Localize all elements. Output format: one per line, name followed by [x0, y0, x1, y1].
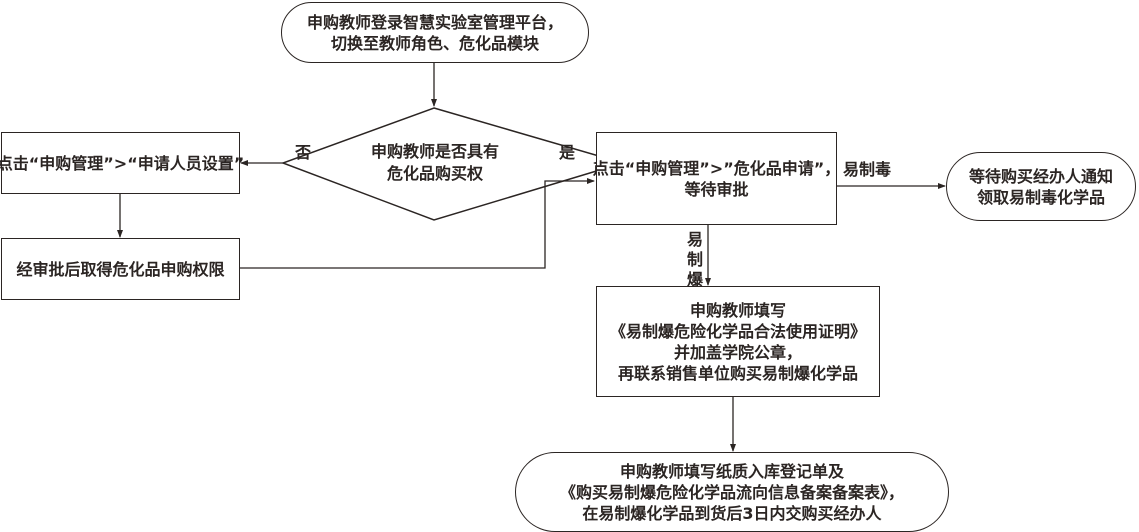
explosive-step-line-3: 并加盖学院公章，: [673, 342, 802, 362]
no-step1-text: 点击“申购管理”>“申请人员设置”: [0, 153, 245, 173]
toxic-end-line-2: 领取易制毒化学品: [976, 187, 1105, 207]
explosive-branch-label: 易 制 爆: [686, 230, 704, 290]
start-node: 申购教师登录智慧实验室管理平台， 切换至教师角色、危化品模块: [281, 2, 589, 63]
explosive-step-line-1: 申购教师填写: [689, 300, 786, 320]
explosive-label-char-3: 爆: [686, 270, 703, 289]
explosive-label-char-2: 制: [686, 250, 703, 269]
apply-line-1: 点击“申购管理”>”危化品申请”，: [592, 158, 841, 178]
explosive-end-node: 申购教师填写纸质入库登记单及 《购买易制爆危险化学品流向信息备案备案表》， 在易…: [515, 452, 949, 532]
no-step1-node: 点击“申购管理”>“申请人员设置”: [0, 132, 244, 194]
explosive-end-line-3: 在易制爆化学品到货后3日内交购买经办人: [582, 503, 882, 523]
no-label: 否: [295, 143, 312, 162]
apply-line-2: 等待审批: [684, 179, 749, 199]
explosive-step-line-2: 《易制爆危险化学品合法使用证明》: [609, 321, 866, 341]
no-step2-text: 经审批后取得危化品申购权限: [16, 259, 225, 279]
arrow-no-step2-to-apply: [239, 178, 595, 269]
explosive-step-node: 申购教师填写 《易制爆危险化学品合法使用证明》 并加盖学院公章， 再联系销售单位…: [596, 286, 880, 397]
explosive-end-line-2: 《购买易制爆危险化学品流向信息备案备案表》，: [559, 482, 904, 502]
toxic-branch-label: 易制毒: [843, 160, 892, 179]
start-line-1: 申购教师登录智慧实验室管理平台，: [306, 12, 563, 32]
no-step2-node: 经审批后取得危化品申购权限: [1, 238, 240, 300]
decision-diamond: [280, 107, 626, 221]
decision-line-2: 危化品购买权: [386, 164, 483, 183]
decision-text: 申购教师是否具有 危化品购买权: [330, 141, 540, 185]
explosive-step-line-4: 再联系销售单位购买易制爆化学品: [617, 363, 858, 383]
toxic-end-node: 等待购买经办人通知 领取易制毒化学品: [946, 152, 1136, 221]
explosive-label-char-1: 易: [686, 230, 703, 249]
explosive-end-line-1: 申购教师填写纸质入库登记单及: [619, 461, 844, 481]
start-line-2: 切换至教师角色、危化品模块: [330, 33, 539, 53]
yes-label: 是: [559, 143, 576, 162]
decision-line-1: 申购教师是否具有: [370, 142, 499, 161]
toxic-end-line-1: 等待购买经办人通知: [968, 166, 1113, 186]
apply-node: 点击“申购管理”>”危化品申请”， 等待审批: [592, 132, 841, 225]
